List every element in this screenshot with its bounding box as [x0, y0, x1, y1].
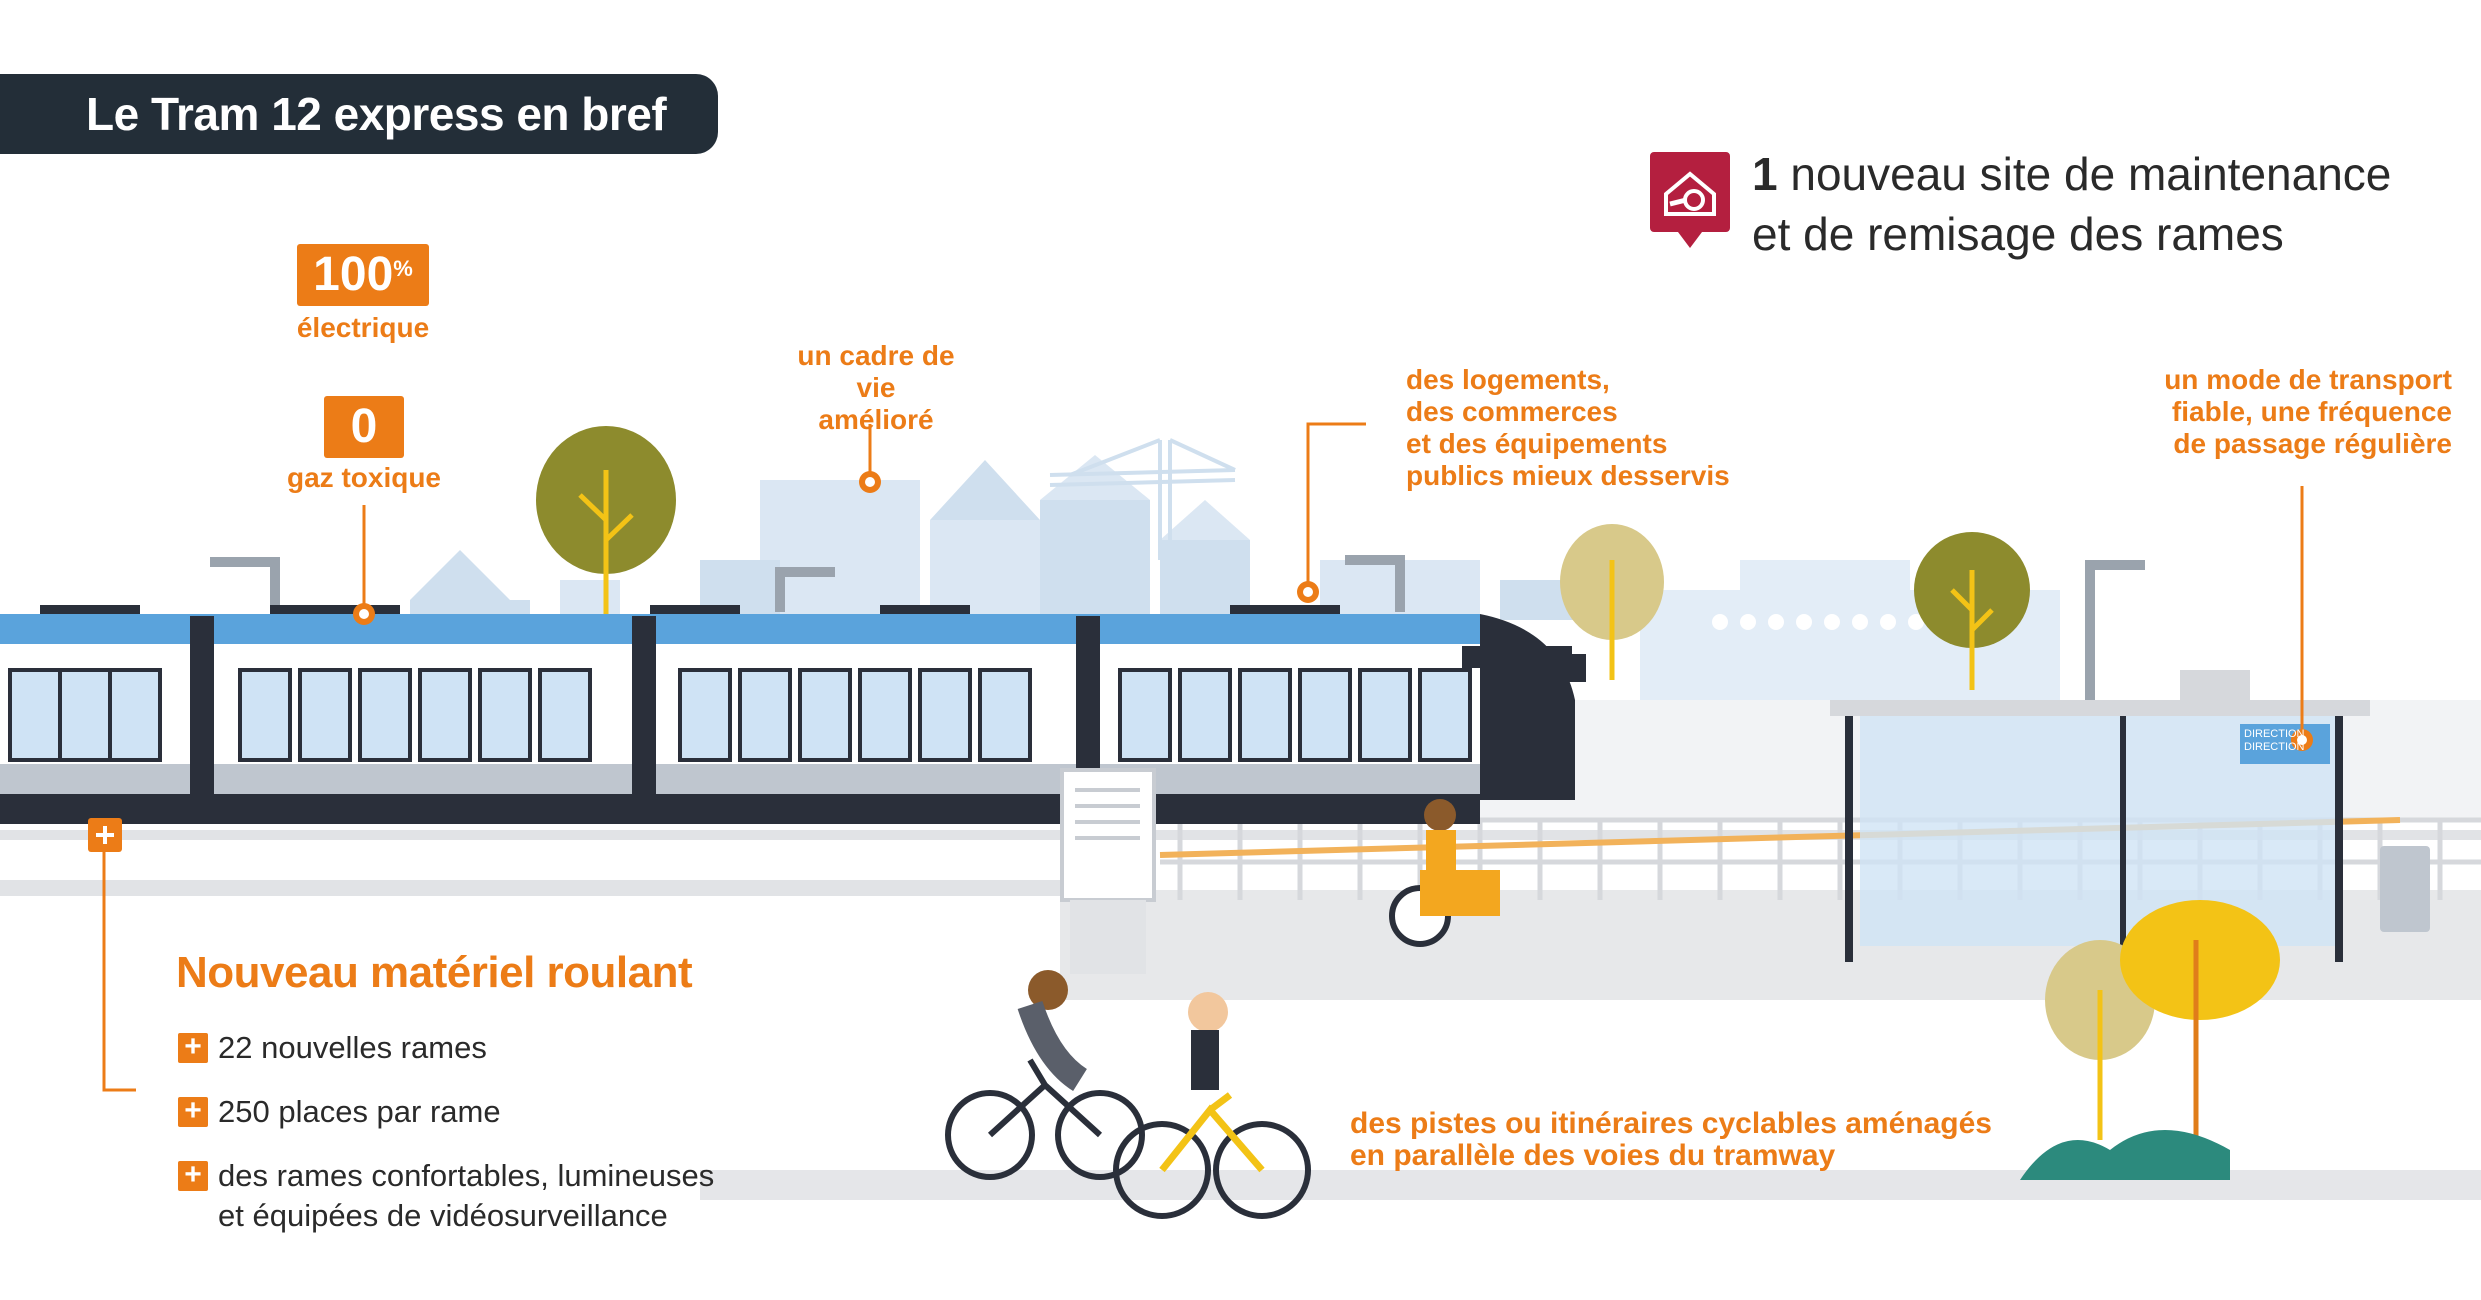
tram-shelter — [1830, 670, 2370, 962]
tram-window — [108, 668, 162, 762]
cadre-callout: un cadre de vie amélioré — [796, 340, 956, 436]
tram-window — [538, 668, 592, 762]
tram-window — [798, 668, 852, 762]
city-skyline — [410, 455, 2060, 710]
plus-icon: + — [178, 1096, 208, 1127]
logements-callout: des logements, des commerces et des équi… — [1406, 364, 1730, 492]
tram-window — [738, 668, 792, 762]
electric-unit: % — [393, 256, 413, 281]
transport-line-3: de passage régulière — [2173, 428, 2452, 459]
toxic-badge: 0 — [324, 396, 404, 458]
logements-line-4: publics mieux desservis — [1406, 460, 1730, 491]
tram-window — [1178, 668, 1232, 762]
transport-line-1: un mode de transport — [2164, 364, 2452, 395]
title-banner: Le Tram 12 express en bref — [0, 74, 718, 154]
wheelchair-person — [1389, 799, 1500, 947]
plus-icon: + — [178, 1032, 208, 1063]
tram-window — [8, 668, 62, 762]
toxic-label: gaz toxique — [286, 462, 441, 493]
lamp-posts — [210, 555, 2145, 720]
maintenance-line-2: et de remisage des rames — [1752, 208, 2284, 260]
maintenance-line-1: nouveau site de maintenance — [1777, 148, 2392, 200]
tree-bottom-right — [2020, 900, 2280, 1180]
tree-middle — [1560, 524, 1664, 680]
crane — [1049, 438, 1236, 560]
building-windows — [1712, 614, 1924, 630]
tram-window — [358, 668, 412, 762]
tram-window — [678, 668, 732, 762]
tram-window — [1118, 668, 1172, 762]
maintenance-text: 1 nouveau site de maintenance et de remi… — [1752, 144, 2391, 264]
tram-window — [918, 668, 972, 762]
electric-label: électrique — [296, 312, 430, 343]
tram-window — [238, 668, 292, 762]
electric-value: 100 — [313, 248, 394, 301]
maintenance-number: 1 — [1752, 148, 1778, 200]
cycling-callout: des pistes ou itinéraires cyclables amén… — [1350, 1108, 1992, 1172]
rolling-stock-item: + 22 nouvelles rames — [178, 1028, 487, 1068]
logements-line-1: des logements, — [1406, 364, 1610, 395]
tram — [0, 605, 1575, 824]
transport-line-2: fiable, une fréquence — [2171, 396, 2452, 427]
tram-window — [1298, 668, 1352, 762]
tram-window — [858, 668, 912, 762]
tram-window — [298, 668, 352, 762]
tram-window — [418, 668, 472, 762]
rolling-stock-item: + des rames confortables, lumineuses et … — [178, 1156, 714, 1236]
shelter-sign: DIRECTION DIRECTION — [2244, 728, 2305, 754]
logements-line-2: des commerces — [1406, 396, 1618, 427]
plus-icon: + — [178, 1160, 208, 1191]
rolling-stock-item-text-2: et équipées de vidéosurveillance — [218, 1198, 668, 1233]
maintenance-icon — [1650, 152, 1730, 248]
logements-line-3: et des équipements — [1406, 428, 1668, 459]
tram-window — [1418, 668, 1472, 762]
rolling-stock-item: + 250 places par rame — [178, 1092, 501, 1132]
rolling-stock-item-text: 250 places par rame — [218, 1094, 501, 1129]
tree-right — [1914, 532, 2030, 690]
rolling-stock-item-text: 22 nouvelles rames — [218, 1030, 487, 1065]
tram-window — [1358, 668, 1412, 762]
cadre-line-1: un cadre de — [797, 340, 955, 371]
rolling-stock-title: Nouveau matériel roulant — [176, 948, 693, 997]
tram-window — [978, 668, 1032, 762]
cyclists — [945, 970, 1311, 1219]
page-title: Le Tram 12 express en bref — [86, 88, 667, 140]
cycling-line-1: des pistes ou itinéraires cyclables amén… — [1350, 1107, 1992, 1140]
tree-left — [536, 426, 676, 614]
shelter-sign-line-1: DIRECTION — [2244, 728, 2305, 740]
tram-window — [478, 668, 532, 762]
cadre-line-2: vie amélioré — [818, 372, 934, 435]
shelter-sign-line-2: DIRECTION — [2244, 741, 2305, 753]
electric-badge: 100% — [297, 244, 429, 306]
rolling-stock-item-text: des rames confortables, lumineuses — [218, 1158, 715, 1193]
tram-window — [1238, 668, 1292, 762]
cycling-line-2: en parallèle des voies du tramway — [1350, 1139, 1836, 1172]
transport-callout: un mode de transport fiable, une fréquen… — [2126, 364, 2452, 460]
